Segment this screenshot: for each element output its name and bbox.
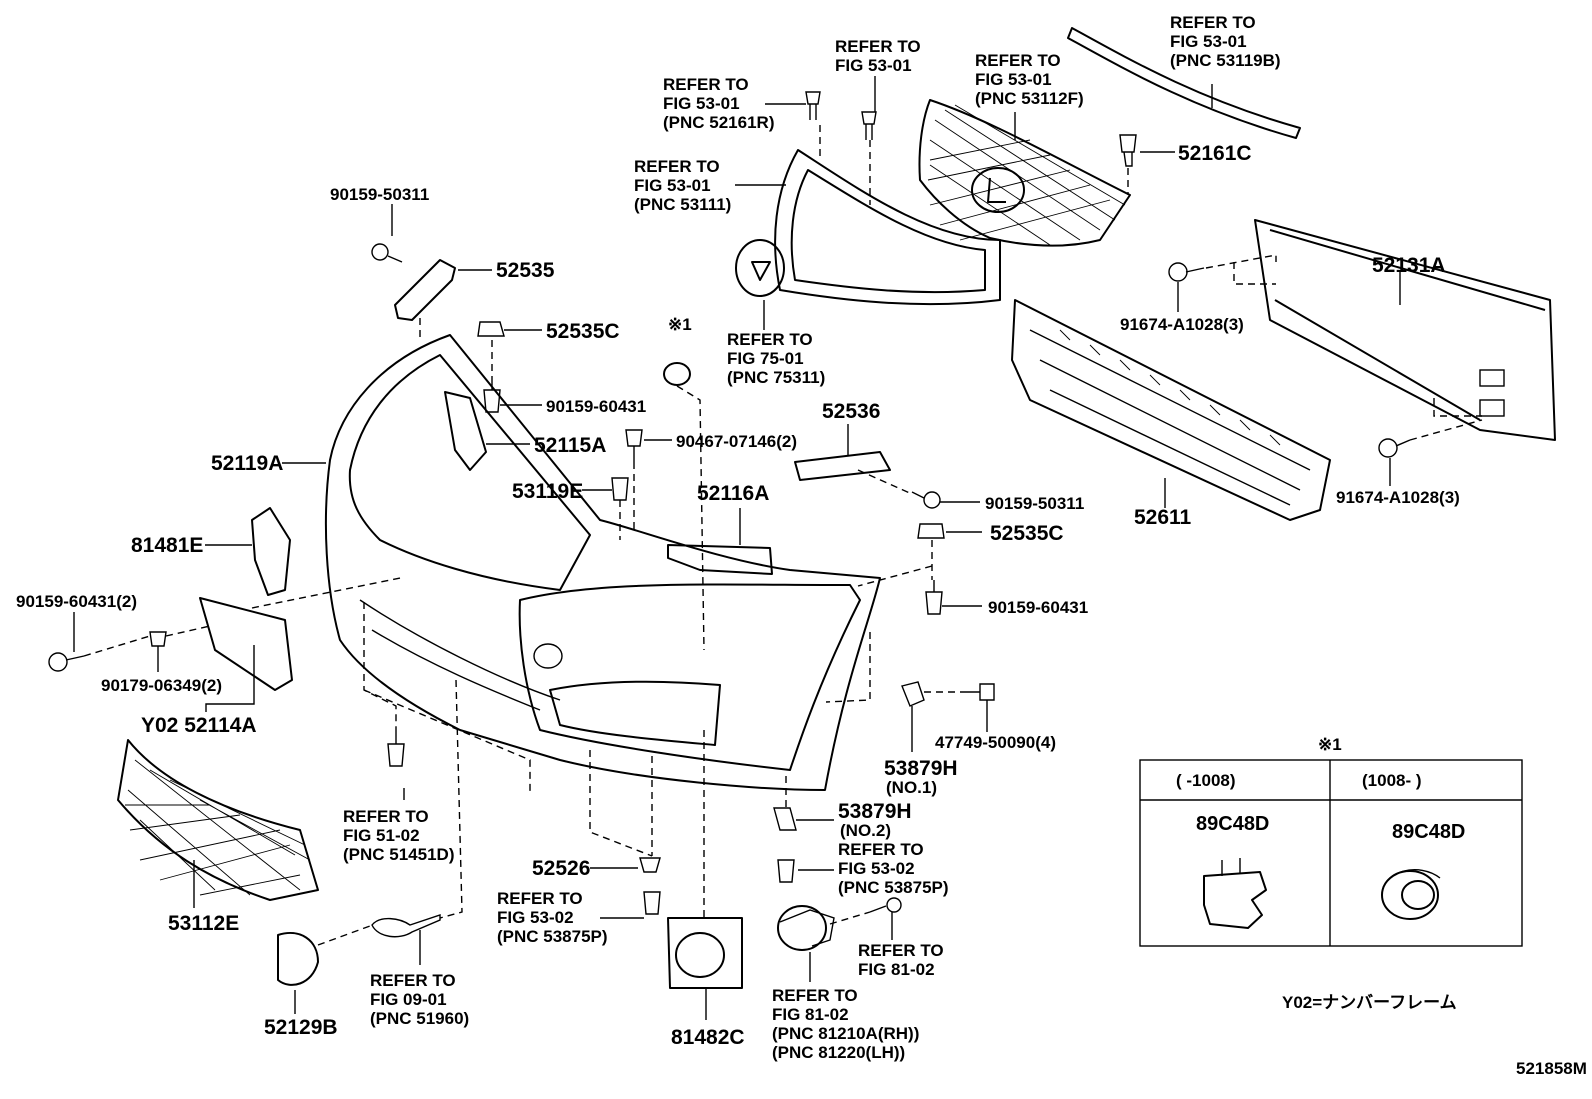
bumper-cover bbox=[324, 334, 881, 791]
part-52536-label: 52536 bbox=[822, 400, 880, 423]
fog-lamp-bezel bbox=[667, 917, 743, 989]
bolt-91674-upper bbox=[1168, 262, 1205, 282]
part-52161c-label: 52161C bbox=[1178, 142, 1252, 165]
clip-top-mid bbox=[861, 111, 877, 140]
license-bracket bbox=[199, 597, 293, 691]
part-90467-label: 90467-07146(2) bbox=[676, 432, 797, 451]
part-52119a-label: 52119A bbox=[211, 452, 283, 475]
clip-52161r bbox=[805, 91, 821, 120]
bumper-reinforcement bbox=[1254, 219, 1556, 441]
lower-grille bbox=[117, 739, 319, 901]
part-53112e-label: 53112E bbox=[168, 912, 239, 935]
clip-47749 bbox=[960, 683, 995, 701]
tow-hook-cover bbox=[277, 932, 319, 986]
variant-table bbox=[1139, 759, 1523, 947]
table-col1-header: ( -1008) bbox=[1176, 771, 1236, 790]
bolt-90159-60431-2 bbox=[48, 652, 85, 672]
bolt-90159-60431-upper bbox=[483, 378, 501, 413]
legend-label: Y02=ナンバーフレーム bbox=[1282, 993, 1457, 1012]
fog-lamp bbox=[777, 905, 835, 951]
assembly-lines bbox=[83, 125, 1483, 946]
part-52114a-label: Y02 52114A bbox=[141, 714, 257, 737]
clip-53119e bbox=[611, 477, 629, 501]
part-90179-label: 90179-06349(2) bbox=[101, 676, 222, 695]
bolt-53875p-a bbox=[643, 891, 661, 915]
bolt-90159-50311-mid bbox=[911, 491, 941, 509]
table-clip-early-icon bbox=[1203, 858, 1267, 929]
nut-90179 bbox=[149, 631, 167, 647]
retainer-52536 bbox=[794, 451, 891, 481]
note-mark-label: ※1 bbox=[668, 315, 692, 334]
clip-52535c-lower bbox=[917, 523, 945, 539]
clip-52161c bbox=[1119, 134, 1137, 167]
part-52131a-label: 52131A bbox=[1372, 254, 1446, 277]
part-52535c-b-label: 52535C bbox=[990, 522, 1064, 545]
part-52129b-label: 52129B bbox=[264, 1016, 338, 1039]
connector-53879h-no2 bbox=[773, 807, 797, 831]
part-90159-60431-a-label: 90159-60431 bbox=[546, 397, 646, 416]
clip-52526 bbox=[639, 857, 661, 873]
part-52116a-label: 52116A bbox=[697, 482, 769, 505]
part-52115a-label: 52115A bbox=[534, 434, 606, 457]
part-53879h-no2-sub-label: (NO.2) bbox=[840, 821, 891, 840]
leader-lines bbox=[73, 76, 1401, 1020]
part-52535-label: 52535 bbox=[496, 259, 555, 282]
part-53879h-no2-label: 53879H bbox=[838, 800, 912, 823]
molding-strip bbox=[1067, 27, 1301, 139]
part-90159-50311-a-label: 90159-50311 bbox=[330, 185, 429, 204]
table-col2-header: (1008- ) bbox=[1362, 771, 1422, 790]
bolt-53875p-b bbox=[777, 859, 795, 883]
table-col1-part: 89C48D bbox=[1196, 813, 1269, 835]
part-52611-label: 52611 bbox=[1134, 506, 1192, 529]
table-clip-late-icon bbox=[1381, 869, 1441, 920]
table-note-mark-label: ※1 bbox=[1318, 735, 1342, 754]
energy-absorber bbox=[1011, 299, 1331, 521]
emblem bbox=[735, 239, 785, 297]
part-90159-60431-2-label: 90159-60431(2) bbox=[16, 592, 137, 611]
part-91674-a-label: 91674-A1028(3) bbox=[1120, 315, 1244, 334]
bracket-52535 bbox=[371, 243, 456, 321]
tow-eye bbox=[371, 914, 441, 938]
reference-code-label: 521858M bbox=[1516, 1059, 1587, 1078]
bolt-51451d bbox=[387, 730, 405, 767]
retainer-52115a bbox=[444, 391, 487, 471]
part-90159-60431-b-label: 90159-60431 bbox=[988, 598, 1088, 617]
connector-53879h-no1 bbox=[901, 681, 925, 707]
part-81482c-label: 81482C bbox=[671, 1026, 745, 1049]
bracket-81481e bbox=[251, 507, 291, 596]
upper-grille-frame bbox=[774, 149, 1001, 306]
bolt-90159-60431-lower bbox=[925, 580, 943, 615]
retainer-52116a bbox=[667, 544, 773, 575]
radiator-grille bbox=[918, 99, 1131, 247]
part-91674-b-label: 91674-A1028(3) bbox=[1336, 488, 1460, 507]
part-52535c-a-label: 52535C bbox=[546, 320, 620, 343]
part-53119e-label: 53119E bbox=[512, 480, 583, 503]
part-53879h-no1-sub-label: (NO.1) bbox=[886, 778, 937, 797]
part-53879h-no1-label: 53879H bbox=[884, 757, 958, 780]
table-col2-part: 89C48D bbox=[1392, 821, 1465, 843]
clip-89c48d-detail bbox=[663, 362, 691, 386]
part-52526-label: 52526 bbox=[532, 857, 590, 880]
bolt-91674-lower bbox=[1378, 438, 1411, 458]
clip-90467 bbox=[625, 429, 643, 462]
fog-lamp-bulb bbox=[869, 897, 902, 913]
part-47749-label: 47749-50090(4) bbox=[935, 733, 1056, 752]
clip-52535c-upper bbox=[477, 321, 505, 337]
part-81481e-label: 81481E bbox=[131, 534, 203, 557]
part-90159-50311-b-label: 90159-50311 bbox=[985, 494, 1084, 513]
